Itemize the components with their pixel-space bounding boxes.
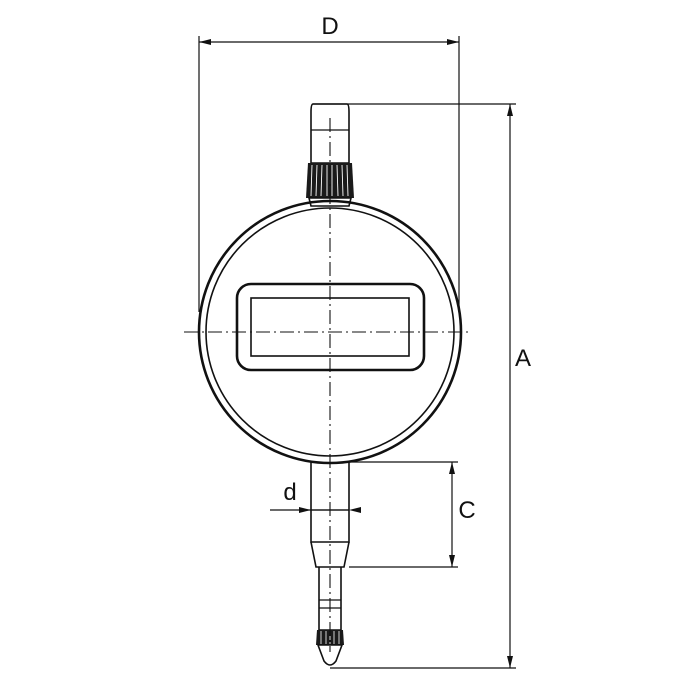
dim-small-d-arrow-left: [299, 507, 311, 513]
knurled-knob: [306, 163, 354, 207]
dimension-d: D: [198, 13, 460, 312]
dim-small-d-label: d: [283, 479, 296, 506]
contact-point-tip: [316, 644, 344, 666]
dimension-c: C: [349, 461, 476, 568]
dimension-a: A: [313, 103, 531, 669]
dim-d-arrow-right: [447, 39, 459, 45]
stem-upper-section: [310, 462, 350, 543]
dim-c-label: C: [458, 497, 475, 524]
dim-d-arrow-left: [199, 39, 211, 45]
stem-taper: [310, 541, 350, 568]
dim-a-arrow-bottom: [507, 656, 513, 668]
dim-a-label: A: [515, 345, 531, 372]
knurl-lines: [310, 164, 349, 197]
dim-d-label: D: [321, 13, 338, 40]
center-lines: [184, 118, 472, 652]
dim-a-arrow-top: [507, 104, 513, 116]
dim-c-arrow-top: [449, 462, 455, 474]
dimension-small-d: d: [270, 479, 361, 513]
dim-c-arrow-bottom: [449, 555, 455, 567]
dim-small-d-arrow-right: [349, 507, 361, 513]
